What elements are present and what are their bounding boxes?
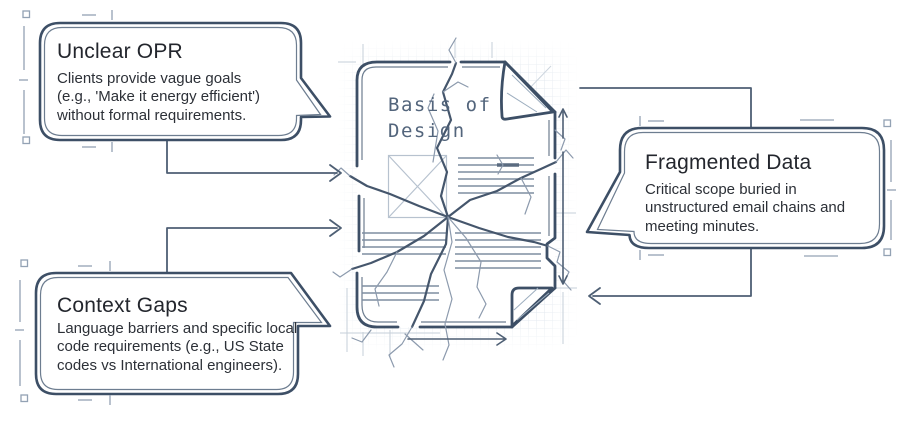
image-placeholder-box <box>387 154 448 219</box>
connector-unclear-opr-arrowhead <box>329 164 342 182</box>
connector-context-gaps <box>166 227 338 274</box>
callout-title-fragmented-data: Fragmented Data <box>645 151 812 174</box>
paper-text-lines <box>362 157 541 301</box>
bubble-context-gaps <box>34 271 332 396</box>
dimension-arrow-up <box>558 108 568 139</box>
fold-top-right <box>500 60 557 121</box>
dimension-arrow-down <box>558 151 568 285</box>
fold-bottom-right <box>510 286 557 329</box>
connector-fragmented-in <box>579 87 752 129</box>
selection-marks <box>15 10 896 405</box>
crack-lines-minor <box>332 37 574 368</box>
bubble-unclear-opr <box>38 21 332 142</box>
dimension-arrows <box>407 108 568 346</box>
bubble-context-gaps-inner <box>39 276 323 391</box>
document-label-line2: Design <box>388 120 466 142</box>
selection-marks-unclear-opr <box>19 10 113 152</box>
dimension-arrow-right <box>407 332 507 346</box>
document-label: Basis of Design <box>388 92 492 144</box>
callout-title-context-gaps: Context Gaps <box>57 294 188 317</box>
connector-context-gaps-arrowhead <box>329 219 342 237</box>
bubble-fragmented-data-inner <box>596 131 881 245</box>
document-label-line1: Basis of <box>388 94 492 116</box>
bubble-fragmented-data <box>585 126 886 250</box>
selection-marks-context-gaps <box>15 259 111 405</box>
bubble-fragmented-data-outer <box>585 126 886 250</box>
connector-fragmented-arrowhead <box>588 287 601 305</box>
bubble-context-gaps-outer <box>34 271 332 396</box>
bubble-unclear-opr-inner <box>43 26 322 137</box>
connector-arrows <box>166 87 752 305</box>
connector-unclear-opr <box>166 139 338 174</box>
connector-fragmented-out <box>592 247 752 297</box>
selection-marks-fragmented-data <box>639 116 896 260</box>
paper-inner-lines <box>361 66 550 323</box>
bubble-unclear-opr-outer <box>38 21 332 142</box>
callout-title-unclear-opr: Unclear OPR <box>57 40 183 63</box>
paper-outline <box>355 60 557 329</box>
crack-lines-major <box>348 61 558 329</box>
callout-body-unclear-opr: Clients provide vague goals(e.g., 'Make … <box>57 70 261 124</box>
callout-bubbles <box>34 21 886 396</box>
document-paper <box>355 60 557 329</box>
